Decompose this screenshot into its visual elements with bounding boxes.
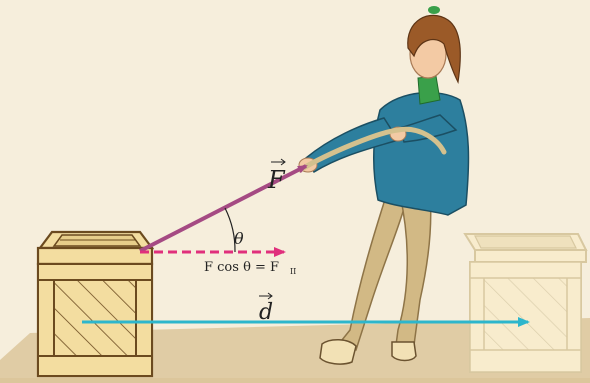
shoe-left bbox=[320, 340, 356, 364]
displacement-label-text: d bbox=[259, 300, 273, 325]
crate bbox=[38, 232, 152, 376]
component-label: F cos θ = F II bbox=[204, 260, 296, 276]
displacement-label: d bbox=[259, 293, 273, 325]
component-label-subscript: II bbox=[290, 267, 296, 276]
jacket bbox=[374, 93, 469, 215]
crate-final-position bbox=[465, 234, 586, 372]
force-label: F bbox=[267, 159, 286, 194]
woman-figure bbox=[299, 6, 468, 364]
component-label-main: F cos θ = F bbox=[204, 260, 279, 275]
force-label-text: F bbox=[267, 166, 286, 194]
shoe-right bbox=[392, 342, 416, 361]
angle-label: θ bbox=[234, 229, 244, 248]
